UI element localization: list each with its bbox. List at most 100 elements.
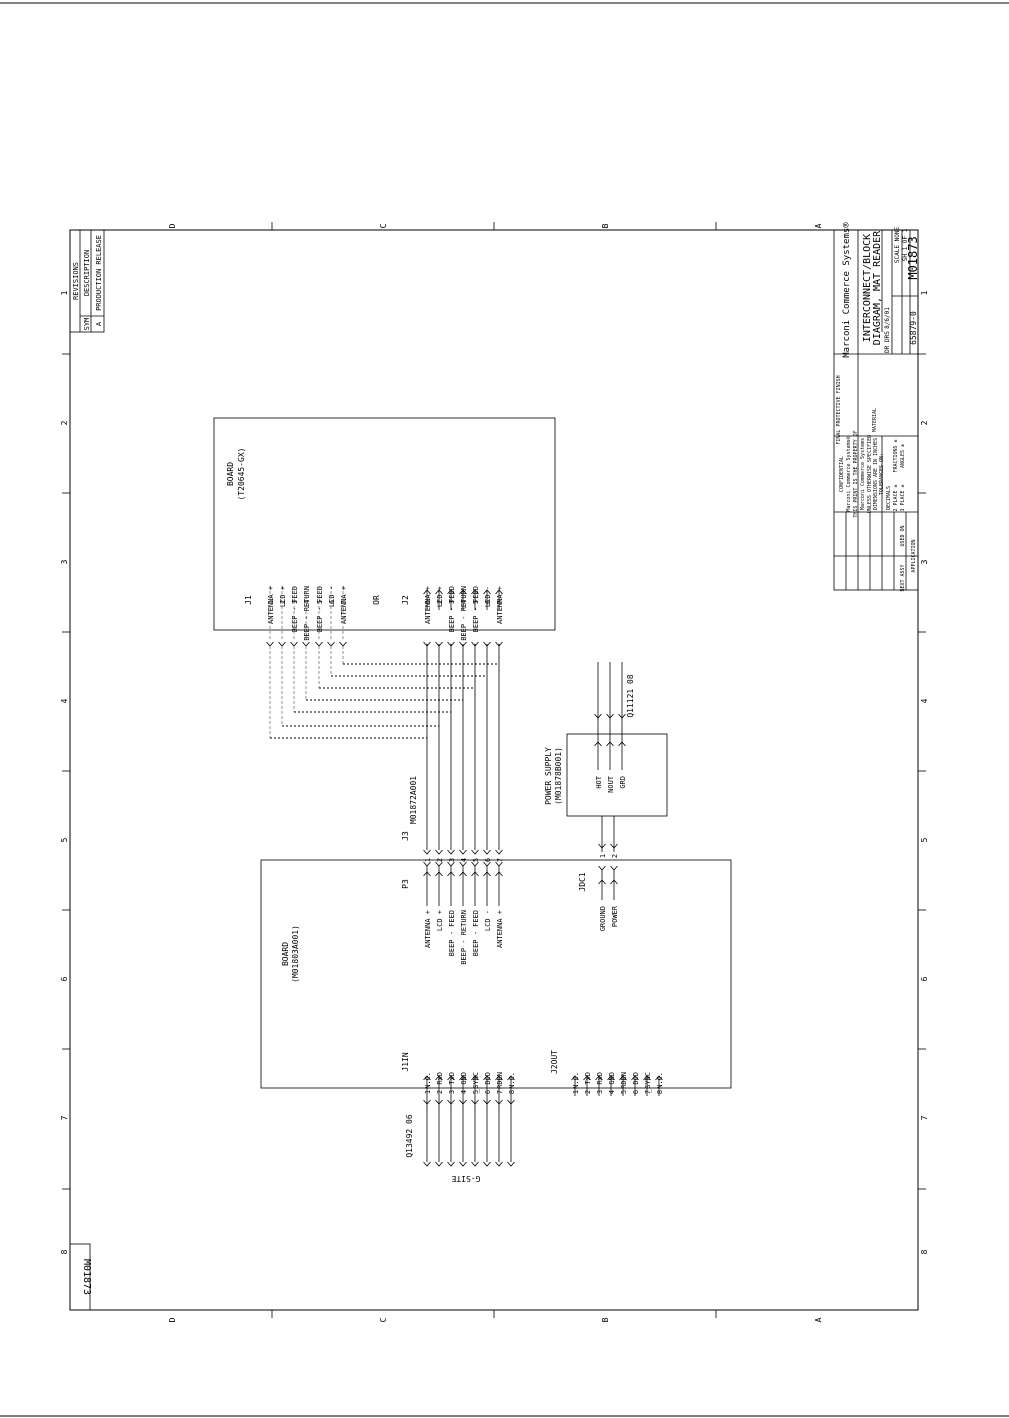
j1-pin-contact xyxy=(339,641,347,647)
ps-output-arrow xyxy=(594,741,602,747)
zone-number-left: 6 xyxy=(60,976,69,981)
title-date: 8/6/01 xyxy=(884,307,891,329)
j1in-signal-label: _SYNC xyxy=(472,1072,480,1093)
g-site-contact xyxy=(471,1161,479,1167)
zone-number-left: 8 xyxy=(60,1249,69,1254)
g-site-contact xyxy=(447,1161,455,1167)
p3-signal-label: BEEP - FEED xyxy=(448,910,456,956)
j1in-pin-arrow xyxy=(471,1075,479,1081)
j2-signal-label: LCD - xyxy=(484,586,492,607)
j1in-pin-number: 2 xyxy=(436,1090,444,1094)
board-bottom-name: BOARD xyxy=(281,942,290,966)
g-site-label: G-SITE xyxy=(451,1174,480,1183)
j2out-pin-arrow xyxy=(631,1075,639,1081)
zone-number-left: 7 xyxy=(60,1115,69,1120)
next-assy-label: NEXT ASSY xyxy=(900,564,906,591)
zone-number-left: 4 xyxy=(60,698,69,703)
j2out-pin-number: 4 xyxy=(608,1090,616,1094)
j1in-pin-number: 1 xyxy=(424,1090,432,1094)
ps-cable-contact xyxy=(618,713,626,719)
drawing-title-line1: INTERCONNECT/BLOCK xyxy=(862,234,873,342)
zone-number-right: 8 xyxy=(920,1249,929,1254)
zone-number-right: 1 xyxy=(920,290,929,295)
drawing-stamp-number: M01873 xyxy=(81,1259,92,1295)
board-top-j1-ref: J1 xyxy=(244,595,253,605)
power-supply-part: (M01878B001) xyxy=(554,747,563,805)
j2out-signal-label: RxD xyxy=(596,1072,604,1085)
ps-cable-contact xyxy=(594,713,602,719)
j1in-signal-label: N.C. xyxy=(424,1072,432,1089)
j2out-pin-arrow xyxy=(607,1075,615,1081)
revisions-desc: PRODUCTION RELEASE xyxy=(95,235,103,311)
j1-signal-label: ANTENNA + xyxy=(267,586,275,624)
p3-signal-label: LCD - xyxy=(484,910,492,931)
board-bottom: BOARD (M01803A001) J3 P3 JDC1 J1IN J2OUT… xyxy=(260,831,732,1105)
drawing-stamp: M01873 xyxy=(69,1243,92,1311)
zone-letter-bottom: B xyxy=(601,1317,610,1322)
zone-number-right: 6 xyxy=(920,976,929,981)
j1in-signal-label: DCD xyxy=(484,1072,492,1085)
j2-signal-label: ANTENNA + xyxy=(496,586,504,624)
j1in-pin-number: 5 xyxy=(472,1090,480,1094)
j3-pin-contact xyxy=(423,849,431,855)
j1in-pin-arrow xyxy=(423,1075,431,1081)
zone-number-right: 2 xyxy=(920,420,929,425)
j1-pin-number: 2 xyxy=(279,600,287,604)
g-site-wires xyxy=(423,1104,515,1167)
p3-ref: P3 xyxy=(401,879,410,889)
title-dr: DR DRS xyxy=(884,331,891,353)
p3-signal-label: ANTENNA + xyxy=(424,910,432,948)
j1-signal-label: ANTENNA + xyxy=(340,586,348,624)
j1-signal-label: BEEP - FEED xyxy=(291,586,299,632)
tolerance-line2: DIMENSIONS ARE IN INCHES xyxy=(873,438,879,510)
j1in-signal-label: GND xyxy=(460,1072,468,1085)
j2out-ref: J2OUT xyxy=(550,1050,559,1074)
j3-pin-contact xyxy=(495,849,503,855)
ps-dc-arrow xyxy=(610,843,618,849)
j2-pin-number: 2 xyxy=(436,600,444,604)
fractions: FRACTIONS ± xyxy=(893,439,899,472)
j1in-pin-number: 7 xyxy=(496,1090,504,1094)
ps-output-arrow xyxy=(618,741,626,747)
title-scale: SCALE NONE xyxy=(894,227,901,264)
j2out-pin-arrow xyxy=(655,1075,663,1081)
j1-pin-contact xyxy=(266,641,274,647)
j2-signal-label: BEEP - FEED xyxy=(472,586,480,632)
g-site-cable: Q13492 06 G-SITE xyxy=(405,1104,515,1183)
ps-output-arrow xyxy=(606,741,614,747)
g-site-contact xyxy=(459,1161,467,1167)
j2out-pin-number: 8 xyxy=(656,1090,664,1094)
j2out-pin-arrow xyxy=(619,1075,627,1081)
j2out-signal-label: _SYNC xyxy=(644,1072,652,1093)
zone-letter-top: A xyxy=(814,223,823,228)
g-site-contact xyxy=(483,1161,491,1167)
j2out-signal-label: DCD xyxy=(632,1072,640,1085)
tolerance-line3: TOLERANCES ON: xyxy=(879,453,885,495)
board-top-or: OR xyxy=(372,595,381,605)
revisions-block: REVISIONS SYM DESCRIPTION A PRODUCTION R… xyxy=(69,229,105,333)
jdc1-pin-number: 2 xyxy=(611,854,619,858)
j3-pin-number: 5 xyxy=(472,858,480,862)
decimals-3place: 3 PLACE ± xyxy=(900,484,906,511)
title-drawing-number: M01873 xyxy=(906,236,920,279)
g-site-contact xyxy=(507,1161,515,1167)
tolerance-line1: UNLESS OTHERWISE SPECIFIED xyxy=(867,435,873,513)
zone-letter-top: B xyxy=(601,223,610,228)
zone-letter-bottom: C xyxy=(379,1317,388,1322)
j1-signal-label: BEEP - FEED xyxy=(316,586,324,632)
zone-number-left: 2 xyxy=(60,420,69,425)
revisions-title: REVISIONS xyxy=(72,262,80,300)
ps-cable-contact xyxy=(606,713,614,719)
j2-signal-label: ANTENNA + xyxy=(424,586,432,624)
j1-signal-label: LCD + xyxy=(279,586,287,607)
g-site-contact xyxy=(423,1161,431,1167)
j1in-pin-number: 6 xyxy=(484,1090,492,1094)
j1-pin-contact xyxy=(327,641,335,647)
board-bottom-outline xyxy=(260,859,732,1089)
cable-wiring xyxy=(269,644,500,850)
